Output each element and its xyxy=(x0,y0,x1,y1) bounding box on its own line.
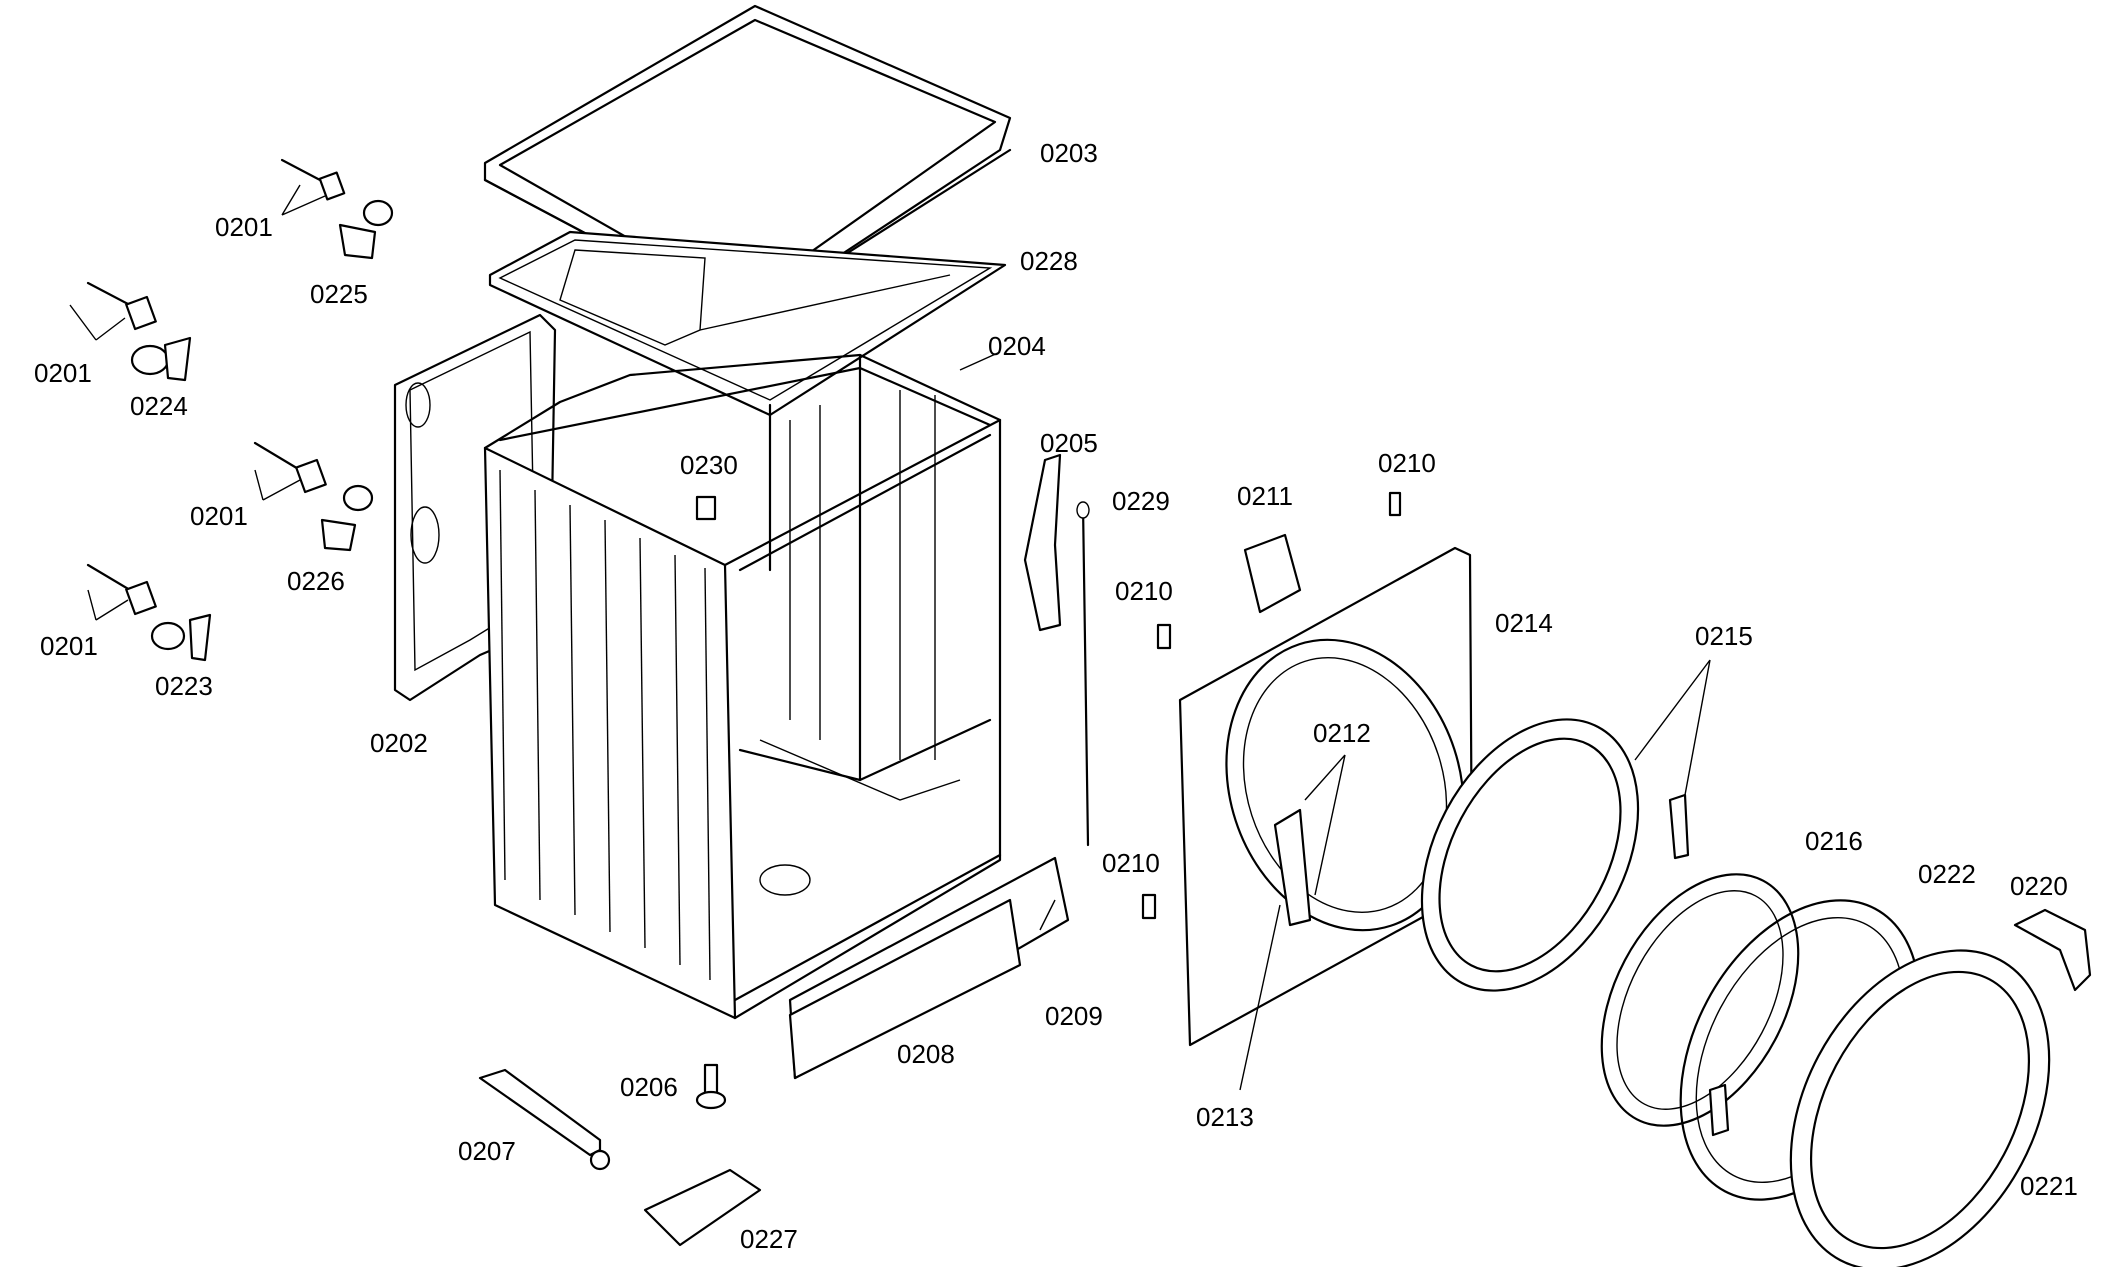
label-0204: 0204 xyxy=(988,331,1046,361)
bracket-0205-part xyxy=(1023,453,1062,632)
rod-0229-part xyxy=(1076,501,1090,847)
transport-bolt-group-1 xyxy=(280,158,394,260)
label-0215: 0215 xyxy=(1695,621,1753,651)
label-0206: 0206 xyxy=(620,1072,678,1102)
label-0207: 0207 xyxy=(458,1136,516,1166)
label-0210-a: 0210 xyxy=(1378,448,1436,478)
label-0221: 0221 xyxy=(2020,1171,2078,1201)
transport-bolt-group-3 xyxy=(253,441,374,552)
foot-0206-part xyxy=(695,1063,727,1110)
label-0228: 0228 xyxy=(1020,246,1078,276)
transport-bolt-group-2 xyxy=(86,281,192,382)
label-0216: 0216 xyxy=(1805,826,1863,856)
label-0211: 0211 xyxy=(1237,481,1293,511)
panel-0208-part xyxy=(788,898,1022,1080)
label-0223: 0223 xyxy=(155,671,213,701)
shim-0227-part xyxy=(643,1168,762,1247)
label-0225: 0225 xyxy=(310,279,368,309)
label-0205: 0205 xyxy=(1040,428,1098,458)
clip-0210-a xyxy=(1388,491,1402,517)
label-0212: 0212 xyxy=(1313,718,1371,748)
label-0227: 0227 xyxy=(740,1224,798,1254)
clip-0210-b xyxy=(1156,623,1172,650)
label-0201-a: 0201 xyxy=(215,212,273,242)
clip-0230-part xyxy=(695,495,717,521)
label-0210-b: 0210 xyxy=(1115,576,1173,606)
label-0201-b: 0201 xyxy=(34,358,92,388)
inner-frame-0215-part xyxy=(1420,718,1690,992)
transport-bolt-group-4 xyxy=(86,563,212,662)
label-0230: 0230 xyxy=(680,450,738,480)
label-0203: 0203 xyxy=(1040,138,1098,168)
label-0220: 0220 xyxy=(2010,871,2068,901)
label-0210-c: 0210 xyxy=(1102,848,1160,878)
module-0211-part xyxy=(1243,533,1302,614)
label-0224: 0224 xyxy=(130,391,188,421)
label-0201-c: 0201 xyxy=(190,501,248,531)
label-0208: 0208 xyxy=(897,1039,955,1069)
door-ring-0222-part xyxy=(1679,899,1921,1201)
label-0209: 0209 xyxy=(1045,1001,1103,1031)
label-0213: 0213 xyxy=(1196,1102,1254,1132)
label-0229: 0229 xyxy=(1112,486,1170,516)
label-0222: 0222 xyxy=(1918,859,1976,889)
handle-0220-part xyxy=(2013,908,2092,992)
outer-ring-0221-part xyxy=(1789,949,2051,1267)
label-0226: 0226 xyxy=(287,566,345,596)
front-panel-0214-part xyxy=(1178,546,1474,1047)
label-0202: 0202 xyxy=(370,728,428,758)
label-0201-d: 0201 xyxy=(40,631,98,661)
clip-0210-c xyxy=(1141,893,1157,920)
door-glass-0216-part xyxy=(1600,873,1800,1127)
wrench-0207-part xyxy=(478,1068,611,1171)
cabinet-part xyxy=(483,353,1002,1020)
label-0214: 0214 xyxy=(1495,608,1553,638)
cover-plate-part xyxy=(488,230,1007,417)
